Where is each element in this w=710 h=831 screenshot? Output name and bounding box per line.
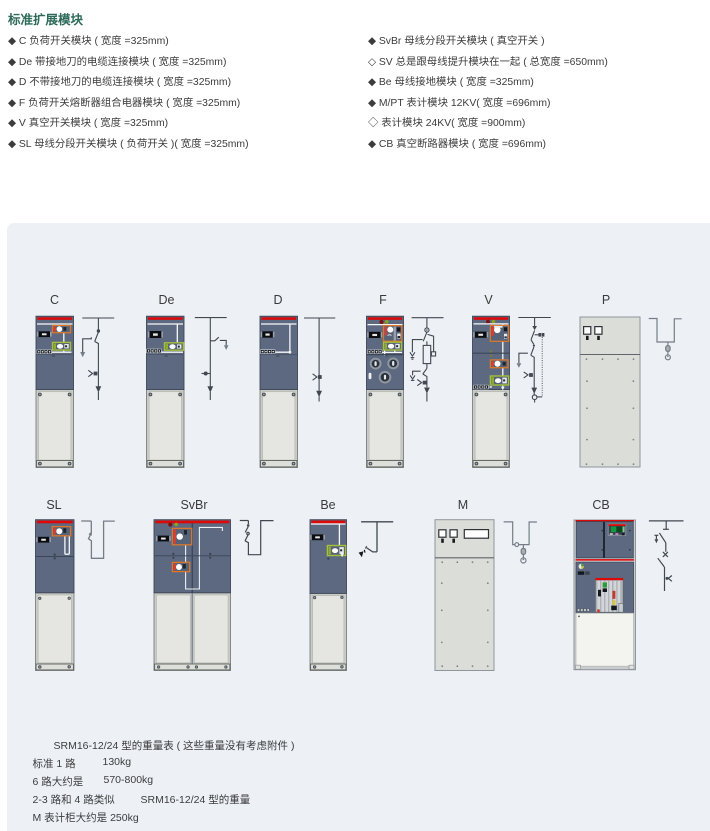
svg-text:P: P xyxy=(602,293,610,307)
svg-text:M: M xyxy=(458,498,468,512)
svg-text:CB: CB xyxy=(592,498,609,512)
svg-text:F: F xyxy=(379,293,387,307)
svg-text:Be: Be xyxy=(320,498,335,512)
svg-text:D: D xyxy=(273,293,282,307)
svg-text:SvBr: SvBr xyxy=(180,498,207,512)
svg-text:V: V xyxy=(484,293,493,307)
svg-text:SL: SL xyxy=(46,498,61,512)
svg-text:C: C xyxy=(50,293,59,307)
svg-text:De: De xyxy=(159,293,175,307)
